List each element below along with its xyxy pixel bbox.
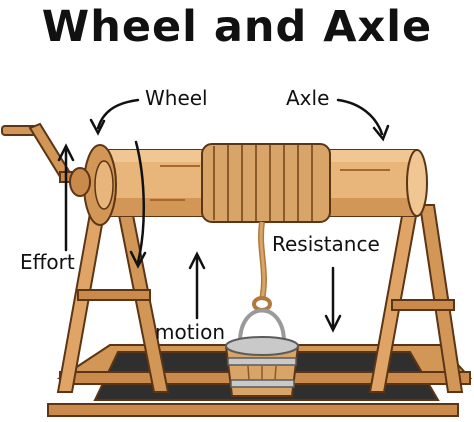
hanging-rope bbox=[252, 221, 272, 312]
effort-up-arrow bbox=[57, 143, 75, 252]
label-resistance: Resistance bbox=[272, 232, 380, 256]
motion-up-arrow bbox=[188, 251, 206, 320]
wheel-disc bbox=[69, 144, 117, 226]
label-wheel: Wheel bbox=[145, 86, 208, 110]
effort-down-arrow bbox=[129, 140, 147, 269]
axle-curved-arrow bbox=[336, 98, 390, 142]
rope-coil bbox=[201, 143, 331, 223]
label-motion: motion bbox=[155, 320, 226, 344]
bucket bbox=[224, 308, 300, 397]
wheel-curved-arrow bbox=[89, 98, 140, 136]
label-effort: Effort bbox=[20, 250, 75, 274]
resistance-down-arrow bbox=[324, 266, 342, 333]
label-axle: Axle bbox=[286, 86, 330, 110]
page-title: Wheel and Axle bbox=[41, 2, 433, 52]
